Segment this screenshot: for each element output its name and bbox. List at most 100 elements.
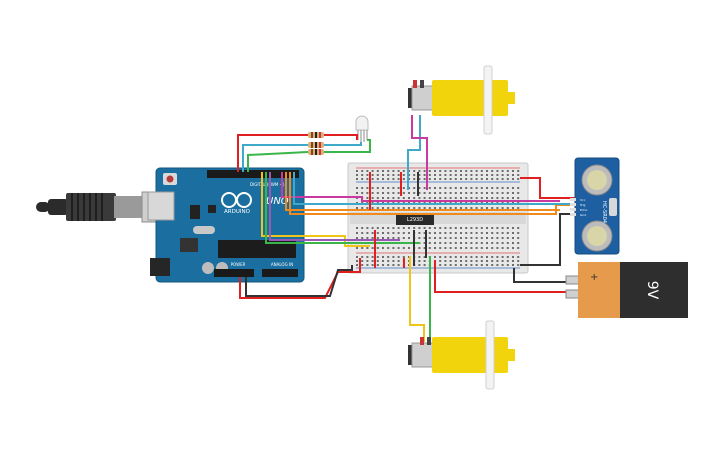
breadboard-hole (486, 256, 488, 258)
breadboard-hole (501, 247, 504, 249)
wire-green-resistor (247, 151, 309, 172)
breadboard-hole (356, 187, 358, 189)
breadboard-hole (470, 242, 473, 244)
breadboard-hole (361, 264, 364, 266)
breadboard (347, 162, 529, 274)
breadboard-hole (439, 242, 442, 244)
breadboard-hole (491, 242, 494, 244)
breadboard-hole (397, 232, 400, 234)
breadboard-hole (423, 170, 426, 172)
breadboard-hole (486, 237, 488, 239)
breadboard-hole (501, 187, 504, 189)
breadboard-hole (465, 242, 468, 244)
breadboard-hole (491, 256, 494, 258)
breadboard-hole (512, 178, 514, 180)
breadboard-hole (491, 260, 494, 262)
breadboard-hole (444, 232, 447, 234)
breadboard-hole (517, 192, 520, 194)
breadboard-hole (439, 197, 442, 199)
breadboard-hole (397, 247, 400, 249)
breadboard-hole (512, 242, 514, 244)
breadboard-hole (439, 260, 442, 262)
breadboard-hole (423, 174, 426, 176)
breadboard-hole (418, 174, 421, 176)
breadboard-hole (428, 247, 431, 249)
breadboard-hole (460, 192, 462, 194)
breadboard-hole (496, 178, 499, 180)
breadboard-hole (397, 174, 400, 176)
breadboard-hole (392, 237, 395, 239)
breadboard-hole (506, 192, 509, 194)
breadboard-hole (402, 187, 405, 189)
digital-label: DIGITAL (PWM ~) (250, 182, 285, 187)
breadboard-hole (382, 192, 384, 194)
breadboard-hole (428, 178, 431, 180)
breadboard-hole (465, 197, 468, 199)
breadboard-hole (434, 247, 436, 249)
breadboard-hole (480, 187, 483, 189)
breadboard-hole (449, 187, 452, 189)
breadboard-hole (418, 232, 421, 234)
breadboard-holes (356, 170, 520, 266)
breadboard-hole (371, 170, 374, 172)
breadboard-hole (486, 178, 488, 180)
wire-magenta-motor1 (411, 115, 428, 190)
wire-black-gnd (245, 265, 353, 297)
breadboard-hole (382, 256, 384, 258)
breadboard-hole (376, 174, 379, 176)
breadboard-hole (361, 260, 364, 262)
breadboard-hole (480, 192, 483, 194)
breadboard-hole (444, 187, 447, 189)
breadboard-hole (402, 232, 405, 234)
breadboard-hole (428, 232, 431, 234)
breadboard-hole (496, 174, 499, 176)
breadboard-hole (454, 242, 457, 244)
breadboard-hole (517, 242, 520, 244)
breadboard-hole (418, 197, 421, 199)
breadboard-hole (475, 174, 478, 176)
breadboard-hole (501, 256, 504, 258)
breadboard-hole (475, 232, 478, 234)
breadboard-hole (439, 187, 442, 189)
breadboard-hole (356, 247, 358, 249)
breadboard-hole (475, 264, 478, 266)
breadboard-hole (402, 174, 405, 176)
breadboard-hole (418, 170, 421, 172)
breadboard-hole (423, 247, 426, 249)
breadboard-hole (486, 227, 488, 229)
wire-cyan-motor1 (407, 115, 421, 190)
breadboard-hole (439, 170, 442, 172)
breadboard-hole (387, 192, 390, 194)
breadboard-hole (376, 197, 379, 199)
breadboard-hole (439, 227, 442, 229)
breadboard-hole (366, 192, 369, 194)
breadboard-hole (470, 247, 473, 249)
breadboard-hole (387, 207, 390, 209)
breadboard-hole (501, 260, 504, 262)
breadboard-hole (371, 264, 374, 266)
breadboard-hole (465, 247, 468, 249)
breadboard-hole (460, 197, 462, 199)
breadboard-hole (465, 192, 468, 194)
breadboard-hole (517, 178, 520, 180)
breadboard-hole (454, 192, 457, 194)
arduino-brand-text: ARDUINO (224, 209, 251, 215)
breadboard-hole (512, 197, 514, 199)
breadboard-hole (501, 197, 504, 199)
breadboard-hole (480, 247, 483, 249)
breadboard-hole (423, 232, 426, 234)
breadboard-hole (382, 197, 384, 199)
breadboard-hole (366, 207, 369, 209)
breadboard-hole (496, 197, 499, 199)
wire-cyan-d (293, 172, 575, 205)
breadboard-hole (465, 264, 468, 266)
breadboard-hole (449, 207, 452, 209)
breadboard-hole (501, 242, 504, 244)
wires (237, 115, 575, 342)
breadboard-hole (397, 197, 400, 199)
breadboard-hole (356, 260, 358, 262)
breadboard-hole (371, 192, 374, 194)
breadboard-hole (501, 174, 504, 176)
breadboard-hole (486, 242, 488, 244)
breadboard-hole (480, 264, 483, 266)
